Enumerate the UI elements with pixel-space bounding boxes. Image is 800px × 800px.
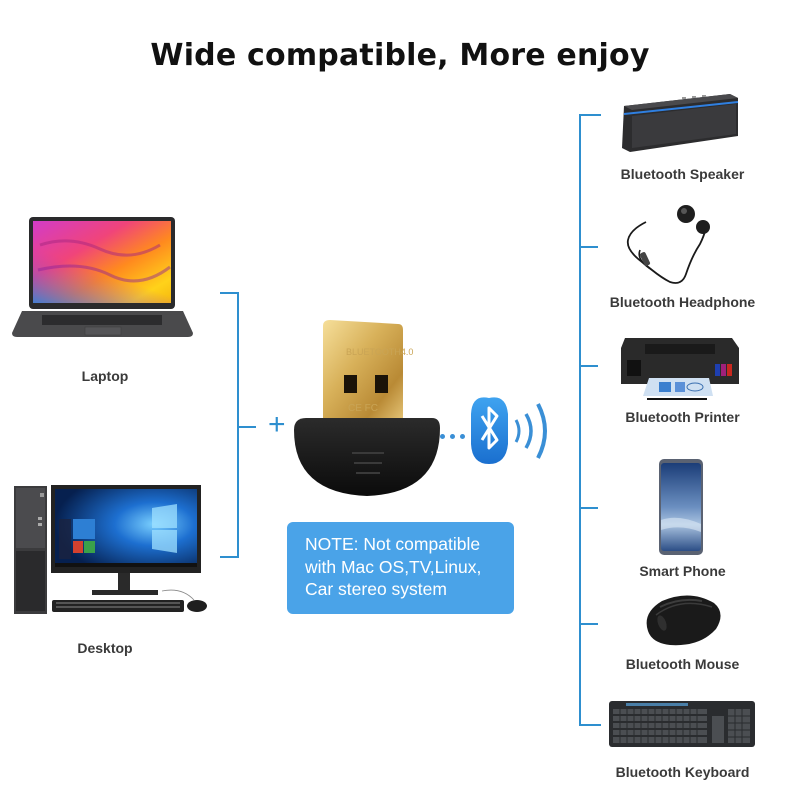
device-label-speaker: Bluetooth Speaker — [620, 166, 745, 182]
bluetooth-adapter-image: BLUETOOTH4.0 CE FC — [292, 318, 442, 498]
usb-bluetooth-adapter-icon: BLUETOOTH4.0 CE FC — [294, 320, 440, 496]
device-label-mouse: Bluetooth Mouse — [625, 656, 740, 672]
keyboard-image — [608, 700, 756, 750]
headphone-image — [622, 200, 722, 290]
bluetooth-icon — [471, 397, 547, 464]
printer-image — [617, 332, 742, 402]
device-label-keyboard: Bluetooth Keyboard — [615, 764, 750, 780]
laptop-image — [10, 215, 195, 345]
note-line-2: with Mac OS,TV,Linux, — [305, 556, 482, 577]
plus-symbol: + — [268, 408, 286, 441]
headphone-icon — [626, 205, 710, 284]
connection-dots — [440, 424, 470, 443]
device-label-headphone: Bluetooth Headphone — [609, 294, 756, 310]
adapter-engraving: BLUETOOTH4.0 — [346, 347, 413, 357]
device-label-desktop: Desktop — [77, 640, 133, 656]
device-label-laptop: Laptop — [81, 368, 129, 384]
desktop-image — [12, 483, 212, 618]
laptop-icon — [12, 217, 193, 337]
smartphone-image — [658, 458, 704, 556]
desktop-computer-icon — [14, 485, 207, 614]
keyboard-icon — [609, 701, 755, 747]
note-line-3: Car stereo system — [305, 579, 447, 599]
speaker-icon — [622, 94, 739, 152]
page-title: Wide compatible, More enjoy — [150, 38, 650, 73]
compatibility-note: NOTE: Not compatible with Mac OS,TV,Linu… — [287, 522, 514, 614]
mouse-image — [640, 593, 725, 648]
device-label-smartphone: Smart Phone — [639, 563, 726, 579]
device-label-printer: Bluetooth Printer — [625, 409, 740, 425]
printer-icon — [621, 338, 739, 400]
note-line-1: NOTE: Not compatible — [305, 534, 481, 554]
mouse-icon — [646, 595, 721, 646]
svg-text:CE FC: CE FC — [348, 403, 378, 414]
bluetooth-signal — [470, 392, 560, 470]
speaker-image — [620, 92, 740, 152]
smartphone-icon — [659, 459, 703, 555]
